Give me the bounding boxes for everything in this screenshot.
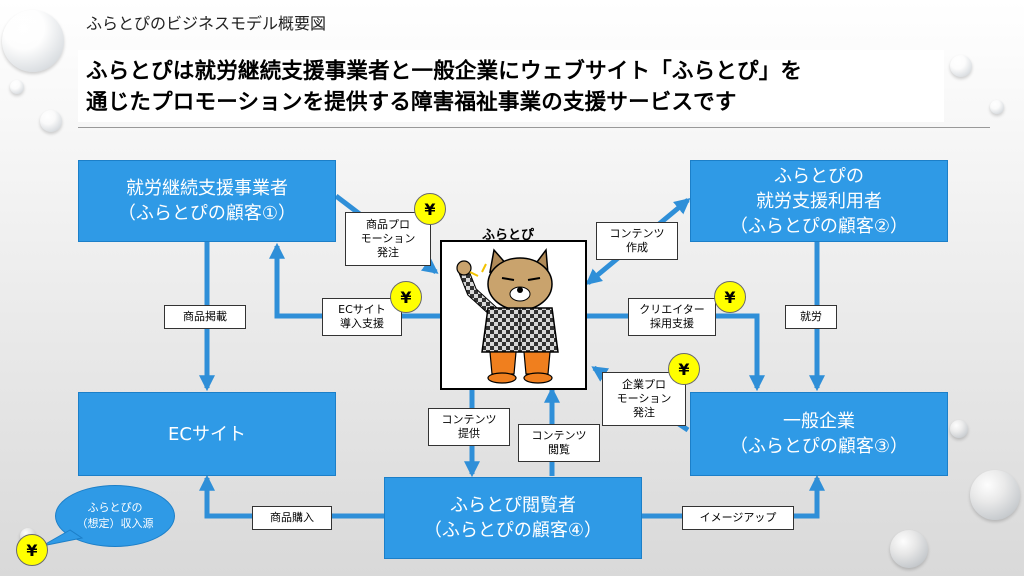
- slide-subtitle: ふらとぴのビジネスモデル概要図: [86, 14, 327, 33]
- slide-headline: ふらとぴは就労継続支援事業者と一般企業にウェブサイト「ふらとぴ」を 通じたプロモ…: [86, 56, 946, 118]
- yen-coin-icon: ¥: [390, 281, 422, 313]
- center-title: ふらとぴ: [482, 228, 535, 243]
- label-product-listing: 商品掲載: [164, 305, 246, 329]
- water-drop: [950, 55, 972, 77]
- node-user: ふらとぴの 就労支援利用者 （ふらとぴの顧客②）: [690, 160, 948, 242]
- label-ec-site-support: ECサイト 導入支援: [322, 298, 402, 336]
- label-image-up: イメージアップ: [682, 506, 794, 530]
- label-product-promotion-order: 商品プロ モーション 発注: [345, 212, 431, 266]
- headline-line-1: ふらとぴは就労継続支援事業者と一般企業にウェブサイト「ふらとぴ」を: [86, 59, 803, 84]
- yen-coin-icon: ¥: [414, 193, 446, 225]
- yen-coin-icon: ¥: [668, 353, 700, 385]
- label-contents-creation: コンテンツ 作成: [596, 222, 678, 260]
- headline-background: [78, 50, 944, 122]
- cat-mascot-icon: [456, 247, 559, 384]
- node-company: 一般企業 （ふらとぴの顧客③）: [690, 392, 948, 476]
- yen-coin-icon: ¥: [16, 534, 48, 566]
- mascot-box: [440, 240, 587, 390]
- water-drop: [970, 470, 1020, 520]
- water-drop: [890, 530, 928, 568]
- node-viewer: ふらとぴ閲覧者 （ふらとぴの顧客④）: [384, 477, 642, 559]
- water-drop: [990, 100, 1004, 114]
- water-drop: [950, 420, 968, 438]
- label-contents-provide: コンテンツ 提供: [428, 408, 510, 446]
- divider-line: [78, 127, 990, 128]
- label-contents-view: コンテンツ 閲覧: [518, 424, 600, 462]
- node-ec-site: ECサイト: [78, 392, 336, 476]
- water-drop: [10, 80, 24, 94]
- label-work: 就労: [785, 305, 837, 329]
- label-product-purchase: 商品購入: [252, 506, 332, 530]
- water-drop: [40, 110, 62, 132]
- yen-coin-icon: ¥: [714, 281, 746, 313]
- label-creator-hiring: クリエイター 採用支援: [628, 298, 716, 336]
- headline-line-2: 通じたプロモーションを提供する障害福祉事業の支援サービスです: [86, 90, 737, 115]
- label-corporate-promotion-order: 企業プロ モーション 発注: [602, 372, 686, 426]
- node-provider: 就労継続支援事業者 （ふらとぴの顧客①）: [78, 160, 336, 242]
- water-drop: [2, 10, 64, 72]
